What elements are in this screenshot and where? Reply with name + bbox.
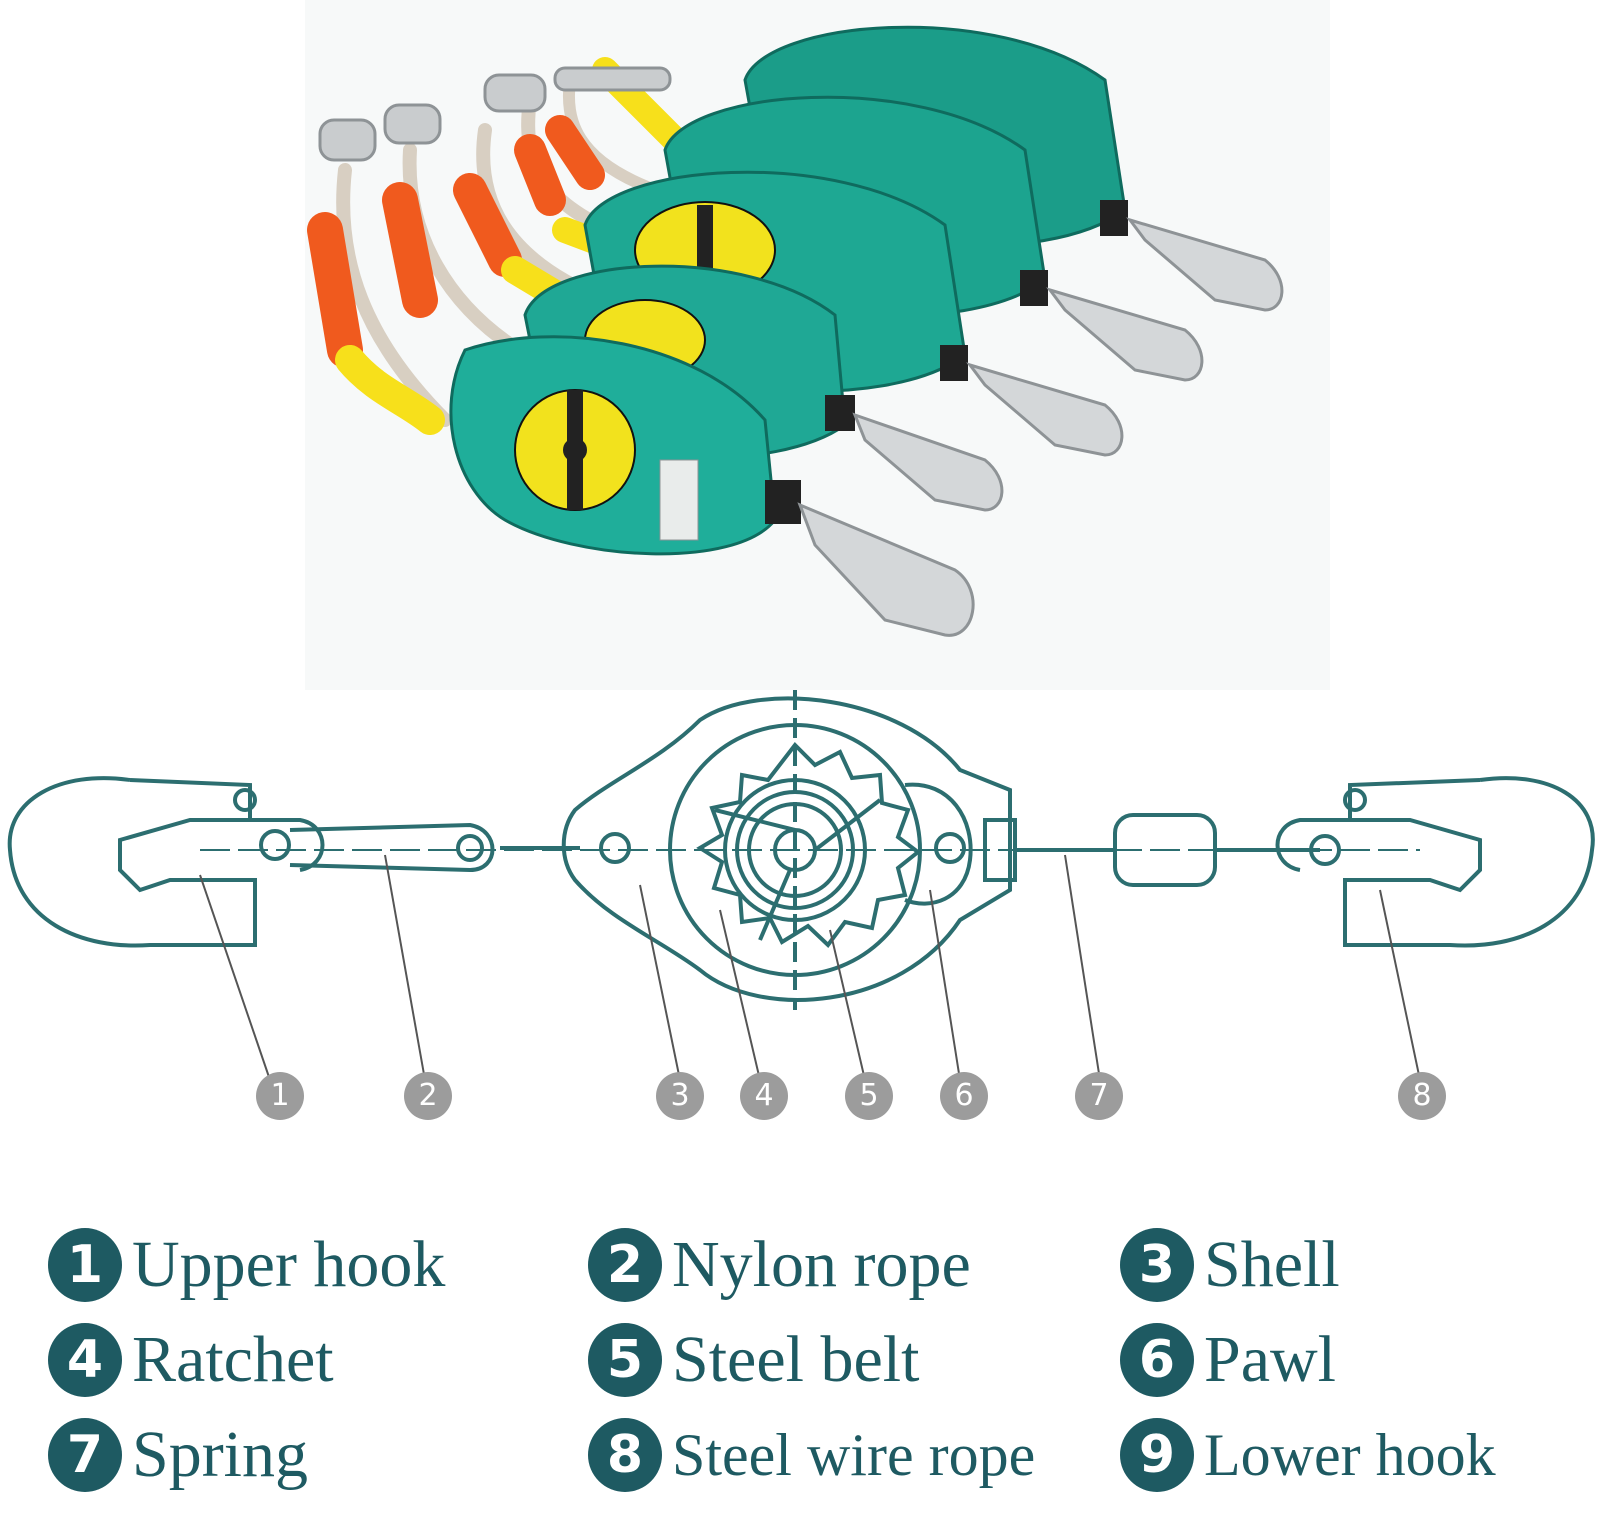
legend-label: Upper hook <box>132 1228 446 1301</box>
diagram-marker-8: 8 <box>1398 1072 1446 1120</box>
legend-label: Steel wire rope <box>672 1421 1036 1488</box>
legend-label: Steel belt <box>672 1323 920 1396</box>
diagram-marker-3: 3 <box>656 1072 704 1120</box>
legend-label: Pawl <box>1204 1323 1336 1396</box>
legend-item-pawl: 6 Pawl <box>1120 1320 1336 1400</box>
legend-item-nylon-rope: 2 Nylon rope <box>588 1225 971 1305</box>
technical-diagram: 1 2 3 4 5 6 7 8 <box>0 690 1600 1220</box>
diagram-marker-2: 2 <box>404 1072 452 1120</box>
legend-label: Shell <box>1204 1228 1340 1301</box>
upper-hooks <box>318 66 672 162</box>
legend-number: 4 <box>48 1323 122 1397</box>
legend-item-lower-hook: 9 Lower hook <box>1120 1415 1496 1495</box>
leader-lines <box>199 854 1421 1081</box>
fall-arrester-devices <box>449 25 1284 637</box>
legend-item-spring: 7 Spring <box>48 1415 308 1495</box>
legend-label: Nylon rope <box>672 1228 971 1301</box>
legend-label: Ratchet <box>132 1323 334 1396</box>
legend-item-shell: 3 Shell <box>1120 1225 1340 1305</box>
diagram-marker-5: 5 <box>845 1072 893 1120</box>
parts-legend: 1 Upper hook 2 Nylon rope 3 Shell 4 Ratc… <box>0 1225 1600 1525</box>
legend-number: 1 <box>48 1228 122 1302</box>
fall-arrester-schematic <box>7 690 1595 1081</box>
legend-item-steel-belt: 5 Steel belt <box>588 1320 919 1400</box>
legend-item-ratchet: 4 Ratchet <box>48 1320 334 1400</box>
legend-number: 9 <box>1120 1418 1194 1492</box>
legend-number: 3 <box>1120 1228 1194 1302</box>
legend-number: 6 <box>1120 1323 1194 1397</box>
legend-number: 7 <box>48 1418 122 1492</box>
legend-item-steel-wire-rope: 8 Steel wire rope <box>588 1415 1035 1495</box>
product-photo <box>305 0 1330 690</box>
legend-label: Lower hook <box>1204 1421 1496 1488</box>
lower-hook-drawing <box>1275 776 1595 948</box>
legend-number: 8 <box>588 1418 662 1492</box>
fall-arrester-illustration <box>307 25 1284 637</box>
diagram-marker-6: 6 <box>940 1072 988 1120</box>
ratchet-teeth <box>696 741 922 949</box>
legend-number: 5 <box>588 1323 662 1397</box>
upper-hook-drawing <box>7 776 325 948</box>
diagram-marker-4: 4 <box>740 1072 788 1120</box>
pawl-drawing <box>904 782 973 906</box>
diagram-marker-1: 1 <box>256 1072 304 1120</box>
legend-number: 2 <box>588 1228 662 1302</box>
shell-drawing <box>561 696 1012 1002</box>
legend-label: Spring <box>132 1418 309 1491</box>
legend-item-upper-hook: 1 Upper hook <box>48 1225 445 1305</box>
diagram-marker-7: 7 <box>1075 1072 1123 1120</box>
